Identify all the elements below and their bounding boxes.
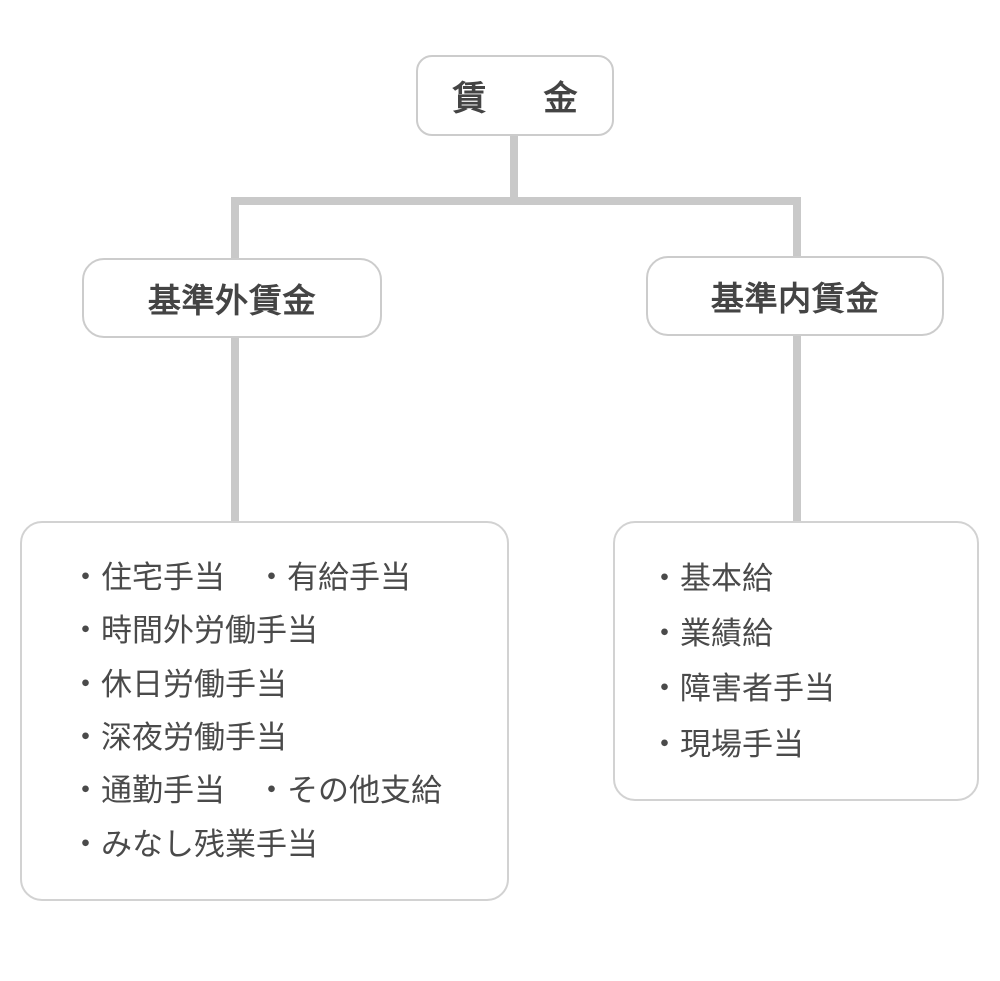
node-standard-wage-label: 基準内賃金 [710, 280, 880, 317]
list-item: ・業績給 [649, 616, 773, 652]
list-item: ・通勤手当 ・その他支給 [70, 773, 442, 809]
list-item: ・住宅手当 ・有給手当 [70, 560, 411, 595]
node-wage-root-label: 賃 金 [452, 80, 590, 118]
list-item: ・みなし残業手当 [70, 826, 318, 862]
list-item: ・休日労働手当 [70, 666, 287, 702]
connector-non-standard-to-list [231, 334, 239, 524]
list-box-non-standard-wage: ・住宅手当 ・有給手当 ・時間外労働手当 ・休日労働手当 ・深夜労働手当 ・通勤… [20, 521, 509, 901]
list-item: ・時間外労働手当 [70, 613, 318, 649]
node-wage-root: 賃 金 [416, 55, 614, 136]
connector-standard-to-list [793, 333, 801, 523]
list-item: ・現場手当 [649, 726, 804, 762]
connector-root-vertical [510, 133, 518, 203]
list-item: ・障害者手当 [649, 671, 835, 707]
connector-to-non-standard [231, 197, 239, 261]
list-item: ・基本給 [649, 561, 773, 596]
list-non-standard-wage: ・住宅手当 ・有給手当 ・時間外労働手当 ・休日労働手当 ・深夜労働手当 ・通勤… [22, 523, 507, 871]
node-non-standard-wage: 基準外賃金 [82, 258, 382, 338]
connector-to-standard [793, 197, 801, 259]
node-non-standard-wage-label: 基準外賃金 [147, 282, 317, 319]
node-standard-wage: 基準内賃金 [646, 256, 944, 336]
connector-horizontal-bus [231, 197, 801, 205]
list-item: ・深夜労働手当 [70, 719, 287, 755]
list-box-standard-wage: ・基本給 ・業績給 ・障害者手当 ・現場手当 [613, 521, 979, 801]
list-standard-wage: ・基本給 ・業績給 ・障害者手当 ・現場手当 [615, 523, 977, 772]
